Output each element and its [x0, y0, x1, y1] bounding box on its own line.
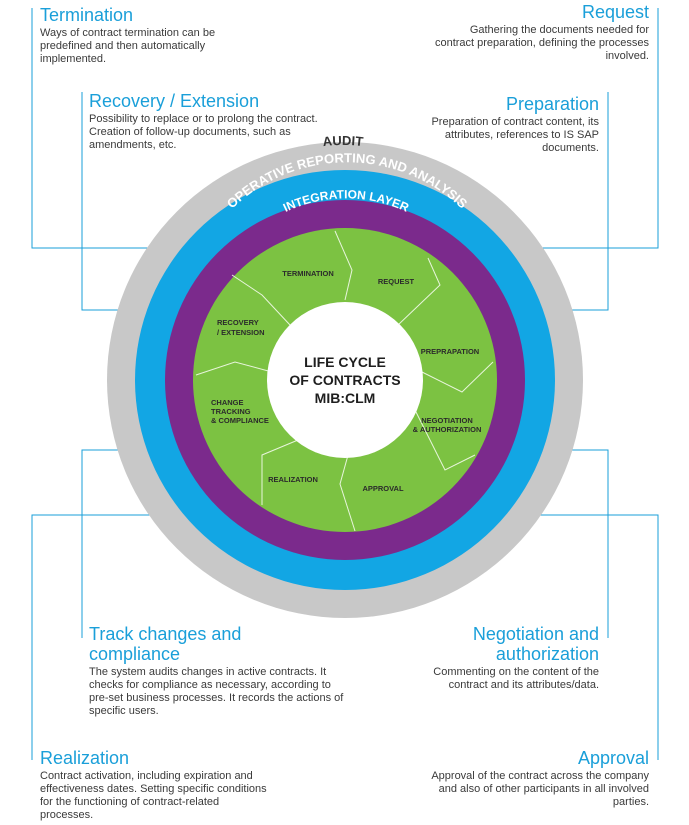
phase-change-1: CHANGE [211, 398, 244, 407]
phase-termination: TERMINATION [282, 269, 334, 278]
termination-text: Ways of contract termination can be pred… [40, 27, 216, 65]
request-text: Gathering the documents needed for contr… [434, 24, 649, 62]
preparation-text: Preparation of contract content, its att… [431, 116, 599, 154]
phase-change-3: & COMPLIANCE [211, 416, 269, 425]
recovery-title: Recovery / Extension [89, 91, 260, 111]
phase-negotiation-2: & AUTHORIZATION [413, 425, 482, 434]
block-approval: Approval Approval of the contract across… [424, 748, 649, 809]
phase-negotiation-1: NEGOTIATION [421, 416, 473, 425]
phase-realization: REALIZATION [268, 475, 318, 484]
block-track: Track changes and compliance The system … [89, 624, 351, 718]
request-title: Request [581, 2, 649, 22]
center-line-2: OF CONTRACTS [289, 372, 400, 388]
phase-change-2: TRACKING [211, 407, 251, 416]
phase-recovery-1: RECOVERY [217, 318, 259, 327]
block-request: Request Gathering the documents needed f… [429, 2, 649, 63]
approval-title: Approval [577, 748, 649, 768]
track-text: The system audits changes in active cont… [89, 666, 344, 717]
block-termination: Termination Ways of contract termination… [40, 5, 255, 66]
center-line-3: MIB:CLM [315, 390, 376, 406]
connector-request [510, 8, 659, 249]
block-realization: Realization Contract activation, includi… [40, 748, 270, 822]
block-recovery: Recovery / Extension Possibility to repl… [89, 91, 329, 152]
realization-text: Contract activation, including expiratio… [40, 770, 267, 821]
track-title: Track changes and compliance [89, 624, 242, 664]
center-hub [267, 302, 423, 458]
realization-title: Realization [40, 748, 130, 768]
approval-text: Approval of the contract across the comp… [431, 770, 649, 808]
connector-termination [31, 8, 180, 249]
phase-dividers [195, 230, 494, 532]
preparation-title: Preparation [505, 94, 599, 114]
center-line-1: LIFE CYCLE [304, 354, 386, 370]
negotiation-title: Negotiation and authorization [472, 624, 599, 664]
phase-preparation: PREPRAPATION [421, 347, 479, 356]
block-negotiation: Negotiation and authorization Commenting… [399, 624, 599, 692]
phase-request: REQUEST [378, 277, 415, 286]
recovery-text: Possibility to replace or to prolong the… [89, 113, 318, 151]
block-preparation: Preparation Preparation of contract cont… [404, 94, 599, 155]
termination-title: Termination [40, 5, 134, 25]
phase-approval: APPROVAL [362, 484, 404, 493]
negotiation-text: Commenting on the content of the contrac… [433, 666, 599, 691]
phase-recovery-2: / EXTENSION [217, 328, 265, 337]
connector-lines [31, 8, 659, 760]
